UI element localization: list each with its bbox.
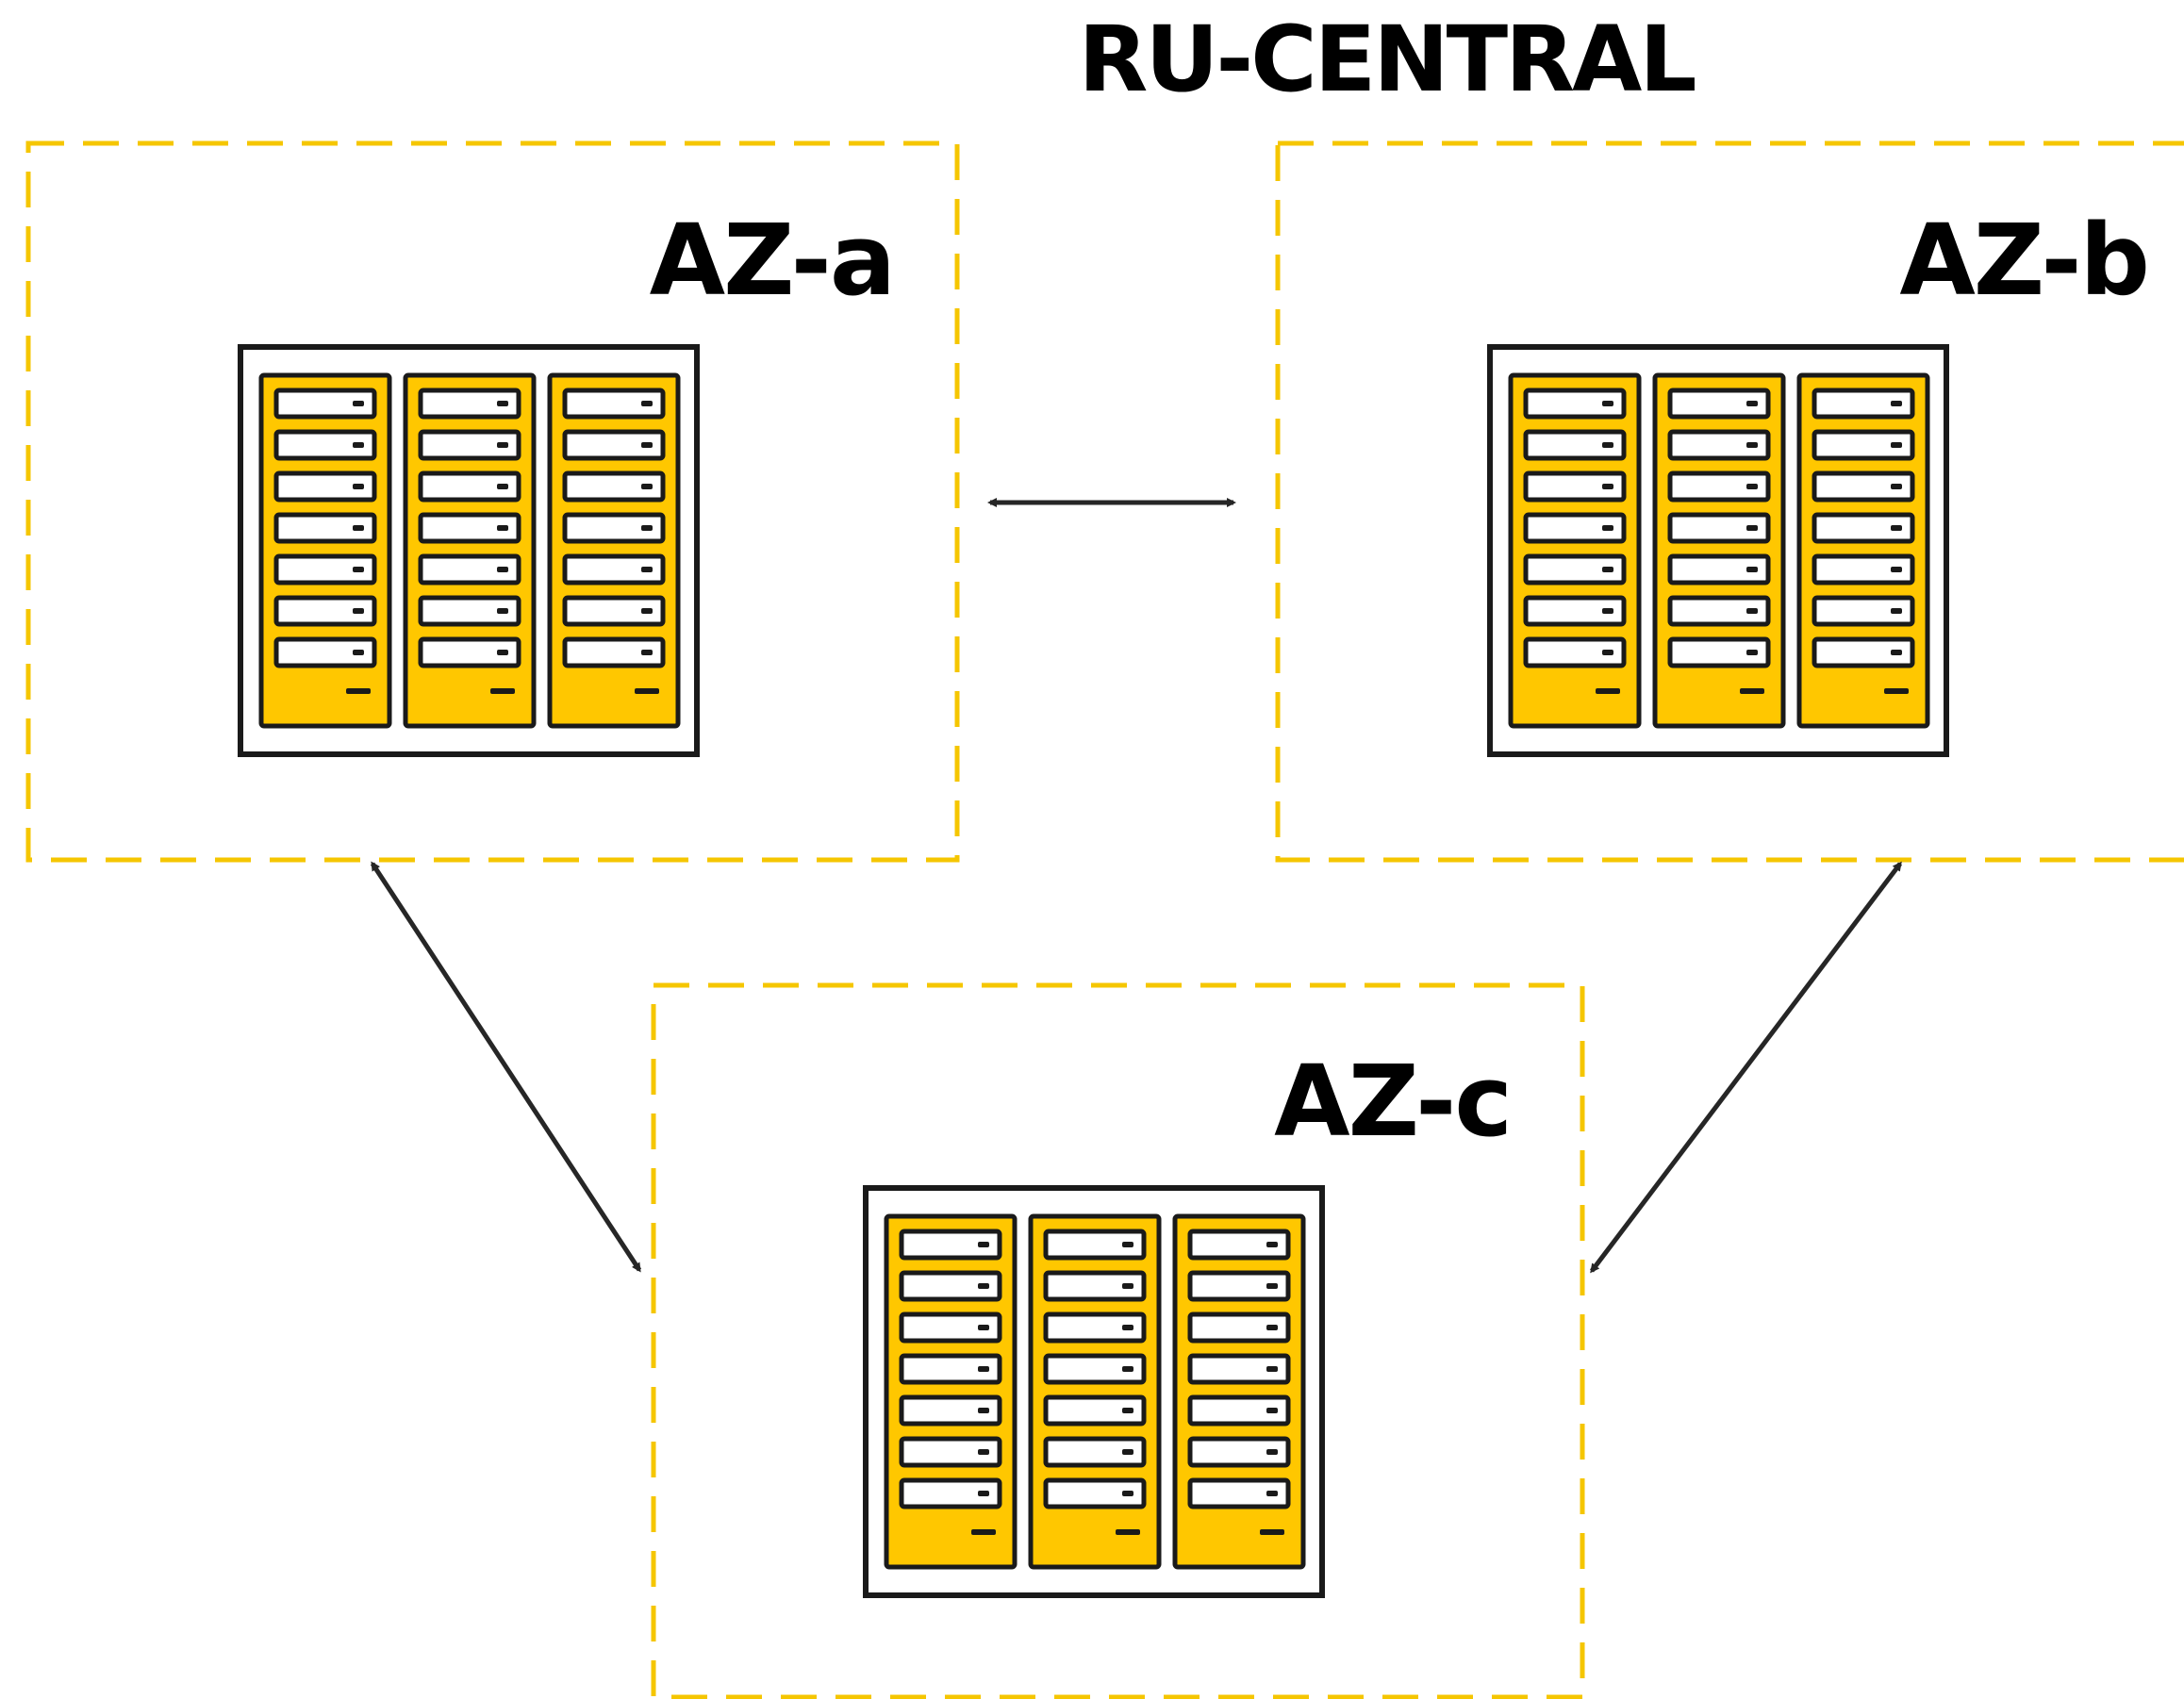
server-rack-icon-az-c [863,1185,1325,1598]
zone-label-az-b: AZ-b [1899,203,2150,318]
zone-az-a-boundary [25,140,960,863]
server-rack-icon-az-a [238,344,700,757]
server-rack-icon-az-b [1487,344,1949,757]
connection-az-a-az-c [370,861,642,1273]
zone-az-c-boundary [651,982,1585,1699]
rack-cabinet [1652,372,1786,729]
rack-cabinet [1796,372,1930,729]
region-title: RU-CENTRAL [1078,7,1697,112]
rack-cabinet [1172,1213,1306,1570]
zone-label-az-a: AZ-a [649,203,896,318]
zone-az-b-boundary [1275,140,2184,863]
rack-cabinet [1028,1213,1162,1570]
rack-cabinet [1508,372,1642,729]
rack-cabinet [403,372,537,729]
rack-cabinet [884,1213,1018,1570]
rack-cabinet [547,372,681,729]
zone-label-az-c: AZ-c [1274,1044,1513,1159]
connection-az-b-az-c [1590,861,1902,1274]
rack-cabinet [258,372,392,729]
